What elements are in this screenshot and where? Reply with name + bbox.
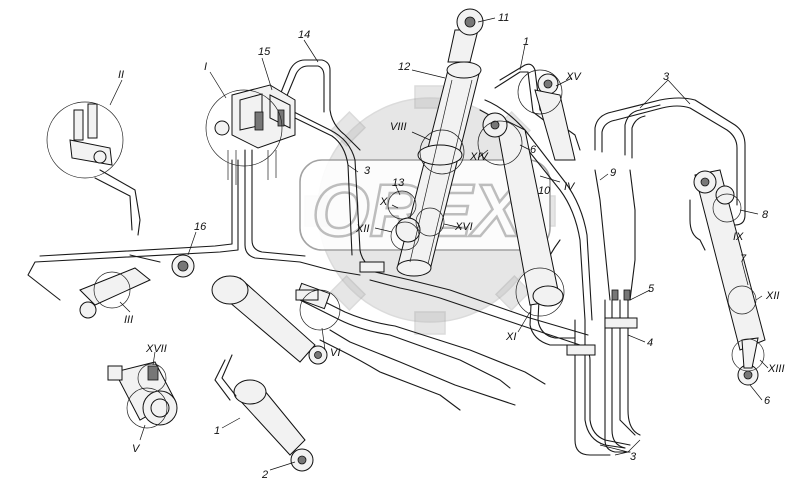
label-3-top: 3 [663, 71, 670, 83]
label-roman-ii: II [118, 69, 124, 81]
detail-circles [46, 69, 765, 429]
label-roman-viii: VIII [390, 121, 407, 133]
label-roman-iii: III [124, 314, 133, 326]
label-roman-ix: IX [733, 231, 744, 243]
circle-xii-left [390, 221, 420, 251]
label-roman-xvii: XVII [145, 343, 167, 355]
label-7: 7 [740, 253, 747, 265]
label-15: 15 [258, 46, 271, 58]
pipe-network [27, 59, 746, 456]
label-roman-xi: XI [505, 331, 516, 343]
label-3-center: 3 [364, 165, 371, 177]
pump-unit [107, 361, 178, 426]
label-roman-v: V [132, 443, 141, 455]
leader-lines [109, 17, 769, 471]
circle-vi [299, 289, 341, 331]
label-10: 10 [538, 185, 551, 197]
label-roman-xvi: XVI [454, 221, 473, 233]
label-roman-xiv: XIV [469, 151, 489, 163]
circle-xiv [477, 120, 523, 166]
label-roman-vi: VI [330, 347, 340, 359]
label-11: 11 [498, 12, 509, 24]
circle-xvii [137, 363, 167, 393]
circle-xv [517, 69, 563, 115]
circle-viii [419, 129, 465, 175]
label-6-center: 6 [530, 144, 537, 156]
callout-labels: 11 12 14 15 I II 1 XV 3 6 9 IV 10 3 VIII… [118, 12, 785, 481]
label-roman-iv: IV [564, 181, 576, 193]
label-roman-x: X [379, 196, 388, 208]
label-16: 16 [194, 221, 207, 233]
label-8: 8 [762, 209, 769, 221]
circle-ix [712, 193, 742, 223]
cooler-fitting [79, 254, 195, 319]
right-cylinder [693, 169, 766, 386]
label-5: 5 [648, 283, 655, 295]
label-4: 4 [647, 337, 653, 349]
detail-ii-fitting [69, 103, 113, 166]
label-2: 2 [261, 469, 268, 481]
label-1-bottom: 1 [214, 425, 220, 437]
label-12: 12 [398, 61, 410, 73]
valve-block [214, 84, 296, 185]
label-roman-xii-right: XII [765, 290, 779, 302]
label-6-right: 6 [764, 395, 771, 407]
circle-xi [515, 267, 565, 317]
left-cylinder [211, 275, 331, 472]
circle-v [126, 387, 168, 429]
label-roman-i: I [204, 61, 207, 73]
label-1-top: 1 [523, 36, 529, 48]
label-roman-xiii: XIII [767, 363, 785, 375]
label-3-bottom: 3 [630, 451, 637, 463]
circle-iii [93, 271, 131, 309]
label-roman-xii-left: XII [355, 223, 369, 235]
label-9: 9 [610, 167, 616, 179]
label-14: 14 [298, 29, 310, 41]
circle-xiii [731, 338, 765, 372]
circle-ii [46, 101, 124, 179]
label-roman-xv: XV [565, 71, 582, 83]
circle-x [387, 190, 417, 220]
circle-xvi [415, 207, 445, 237]
circle-i [205, 89, 283, 167]
label-13: 13 [392, 177, 405, 189]
diagonal-cylinder [482, 73, 576, 307]
